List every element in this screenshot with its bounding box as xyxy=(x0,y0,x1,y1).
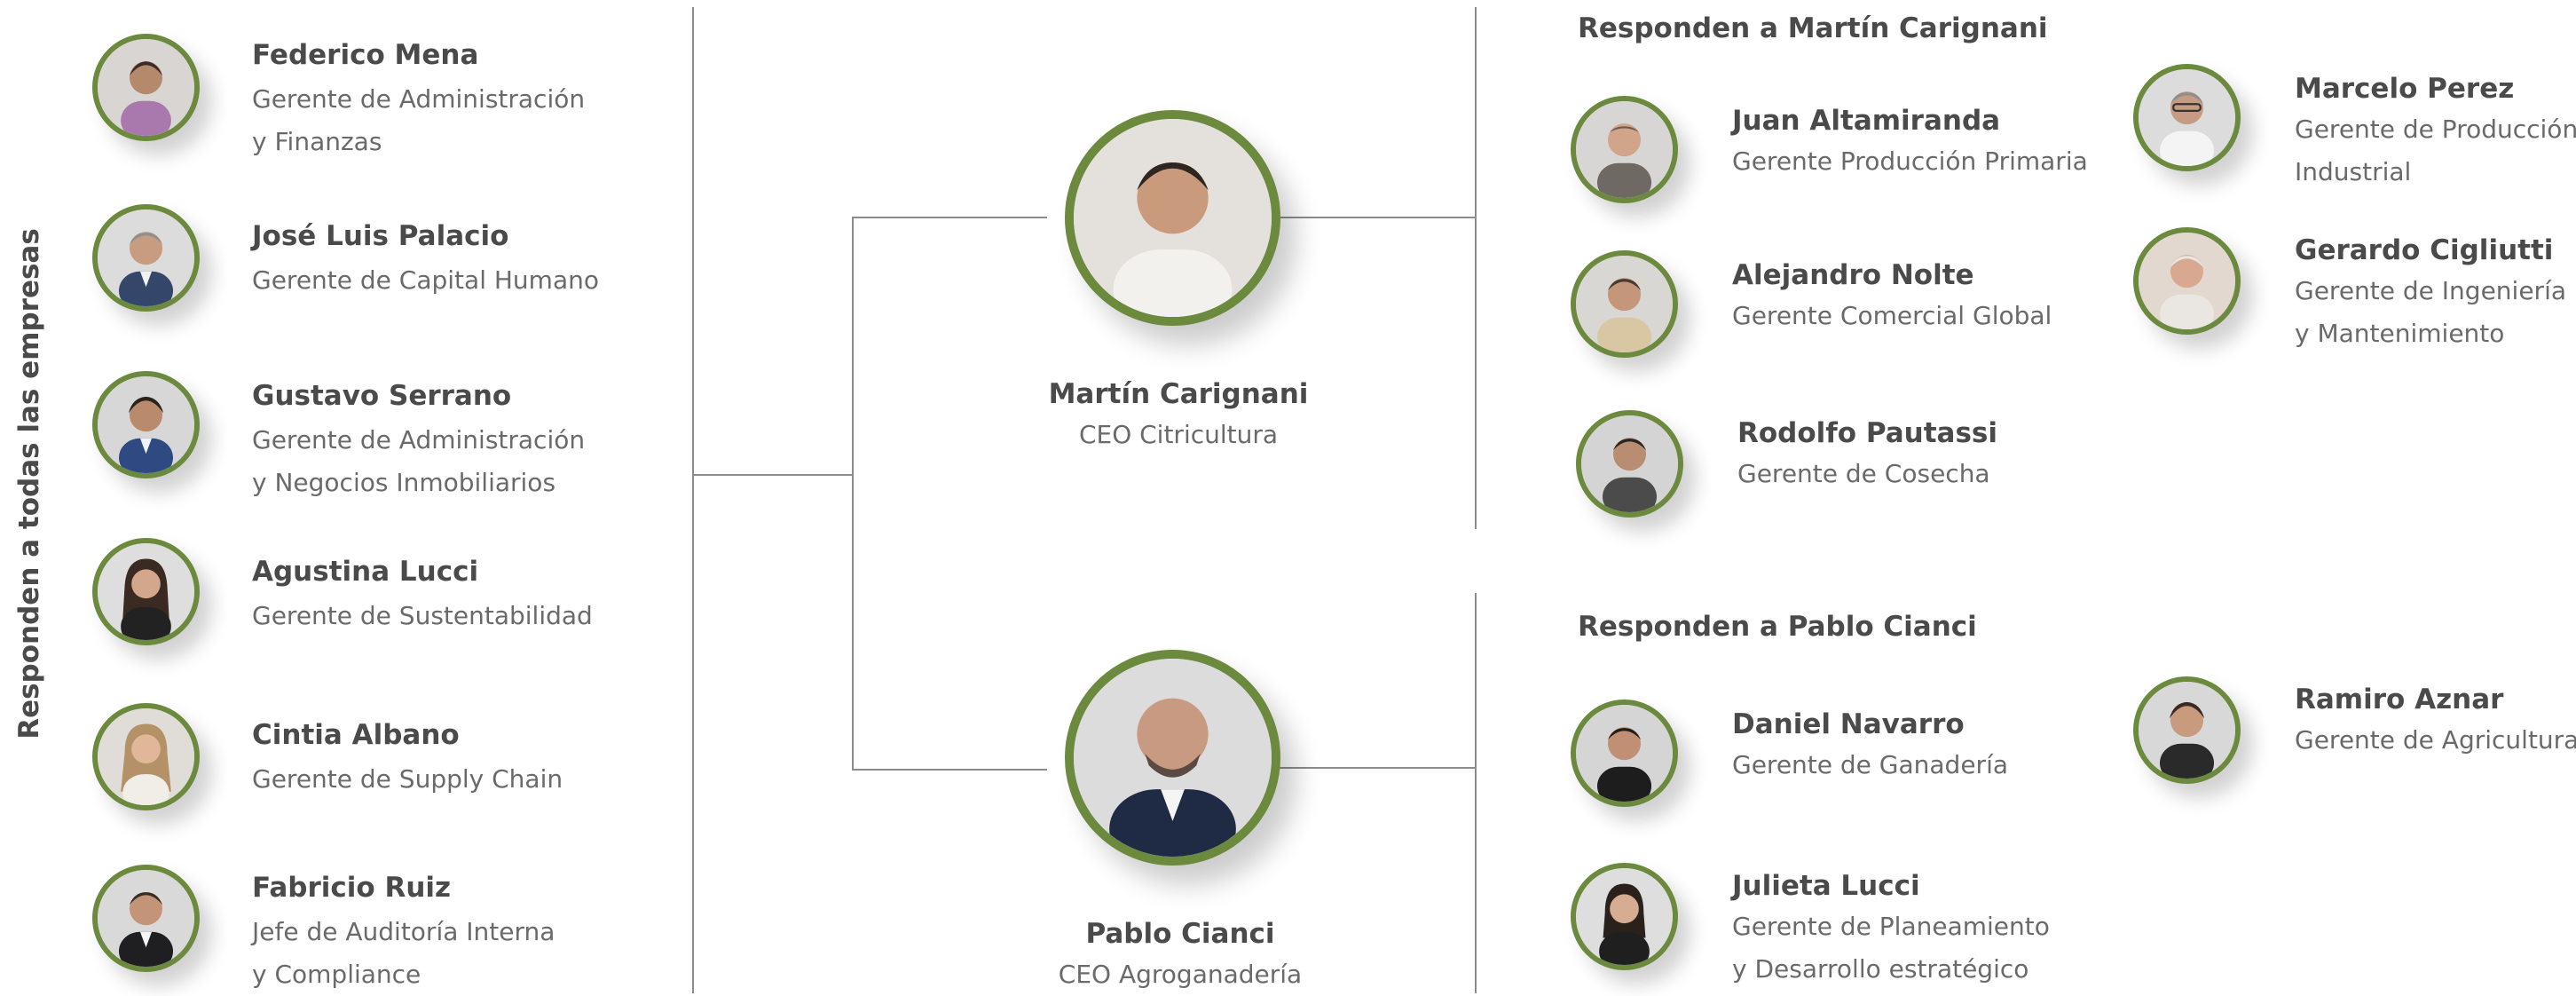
person-name: Rodolfo Pautassi xyxy=(1737,417,1998,449)
person-name: Federico Mena xyxy=(252,39,479,71)
ceo-bracket-line xyxy=(852,217,854,771)
person-name: Daniel Navarro xyxy=(1732,708,1965,740)
avatar-fabricio-ruiz xyxy=(92,865,200,972)
right-divider-bottom xyxy=(1475,593,1477,993)
person-name: Marcelo Perez xyxy=(2295,73,2515,105)
person-role-line2: Industrial xyxy=(2295,157,2412,186)
person-name: Julieta Lucci xyxy=(1732,870,1920,902)
avatar-cintia-albano xyxy=(92,703,200,810)
group-title-carignani: Responden a Martín Carignani xyxy=(1578,12,2048,44)
person-role-line1: Gerente de Cosecha xyxy=(1737,459,1990,488)
avatar-gerardo-cigliutti xyxy=(2133,227,2241,335)
person-role-line1: Gerente de Ingeniería xyxy=(2295,276,2567,305)
person-role-line2: y Finanzas xyxy=(252,127,382,156)
avatar-alejandro-nolte xyxy=(1571,250,1678,358)
person-role-line2: y Mantenimiento xyxy=(2295,319,2505,348)
left-branch-line xyxy=(693,474,853,476)
person-role-line1: Gerente de Supply Chain xyxy=(252,764,563,794)
person-role-line1: Gerente Comercial Global xyxy=(1732,301,2052,330)
right-divider-top xyxy=(1475,7,1477,529)
avatar-ramiro-aznar xyxy=(2133,676,2241,784)
person-role-line2: y Negocios Inmobiliarios xyxy=(252,468,556,497)
person-role-line1: Gerente de Ganadería xyxy=(1732,750,2009,779)
avatar-marcelo-perez xyxy=(2133,64,2241,171)
person-role-line2: y Desarrollo estratégico xyxy=(1732,954,2029,984)
ceo2-right-line xyxy=(1278,767,1477,769)
avatar-jose-luis-palacio xyxy=(92,204,200,312)
person-role-line1: Gerente Producción Primaria xyxy=(1732,146,2088,176)
person-role-line1: Gerente de Planeamiento xyxy=(1732,912,2050,941)
person-name: Ramiro Aznar xyxy=(2295,684,2504,715)
person-name: Gerardo Cigliutti xyxy=(2295,234,2554,266)
avatar-pablo-cianci xyxy=(1065,650,1280,866)
ceo1-right-line xyxy=(1278,217,1477,218)
ceo-role: CEO Citricultura xyxy=(1078,420,1279,449)
person-role-line1: Gerente de Administración xyxy=(252,425,586,455)
avatar-gustavo-serrano xyxy=(92,371,200,478)
person-name: Gustavo Serrano xyxy=(252,380,512,412)
avatar-julieta-lucci xyxy=(1571,863,1678,970)
person-name: Agustina Lucci xyxy=(252,556,479,588)
avatar-juan-altamiranda xyxy=(1571,96,1678,203)
person-name: José Luis Palacio xyxy=(252,220,509,252)
person-role-line1: Gerente de Administración xyxy=(252,84,586,114)
person-role-line1: Gerente de Capital Humano xyxy=(252,265,599,295)
ceo-name: Pablo Cianci xyxy=(1085,918,1275,950)
person-name: Alejandro Nolte xyxy=(1732,259,1974,291)
avatar-rodolfo-pautassi xyxy=(1576,410,1683,518)
avatar-federico-mena xyxy=(92,34,200,141)
person-name: Juan Altamiranda xyxy=(1732,105,2001,137)
avatar-agustina-lucci xyxy=(92,538,200,645)
person-name: Cintia Albano xyxy=(252,719,460,751)
person-role-line1: Jefe de Auditoría Interna xyxy=(252,917,555,946)
avatar-martin-carignani xyxy=(1065,110,1280,326)
person-role-line1: Gerente de Agricultura xyxy=(2295,725,2576,755)
avatar-daniel-navarro xyxy=(1571,700,1678,807)
group-title-cianci: Responden a Pablo Cianci xyxy=(1578,611,1977,643)
left-divider-line xyxy=(692,7,694,993)
ceo-name: Martín Carignani xyxy=(1048,378,1309,410)
person-role-line1: Gerente de Sustentabilidad xyxy=(252,601,593,630)
ceo2-link-line xyxy=(852,769,1047,771)
person-role-line1: Gerente de Producción xyxy=(2295,115,2576,144)
ceo1-link-line xyxy=(852,217,1047,218)
ceo-role: CEO Agroganadería xyxy=(1058,960,1303,989)
person-role-line2: y Compliance xyxy=(252,960,421,989)
person-name: Fabricio Ruiz xyxy=(252,872,452,904)
side-label: Responden a todas las empresas xyxy=(13,228,45,739)
